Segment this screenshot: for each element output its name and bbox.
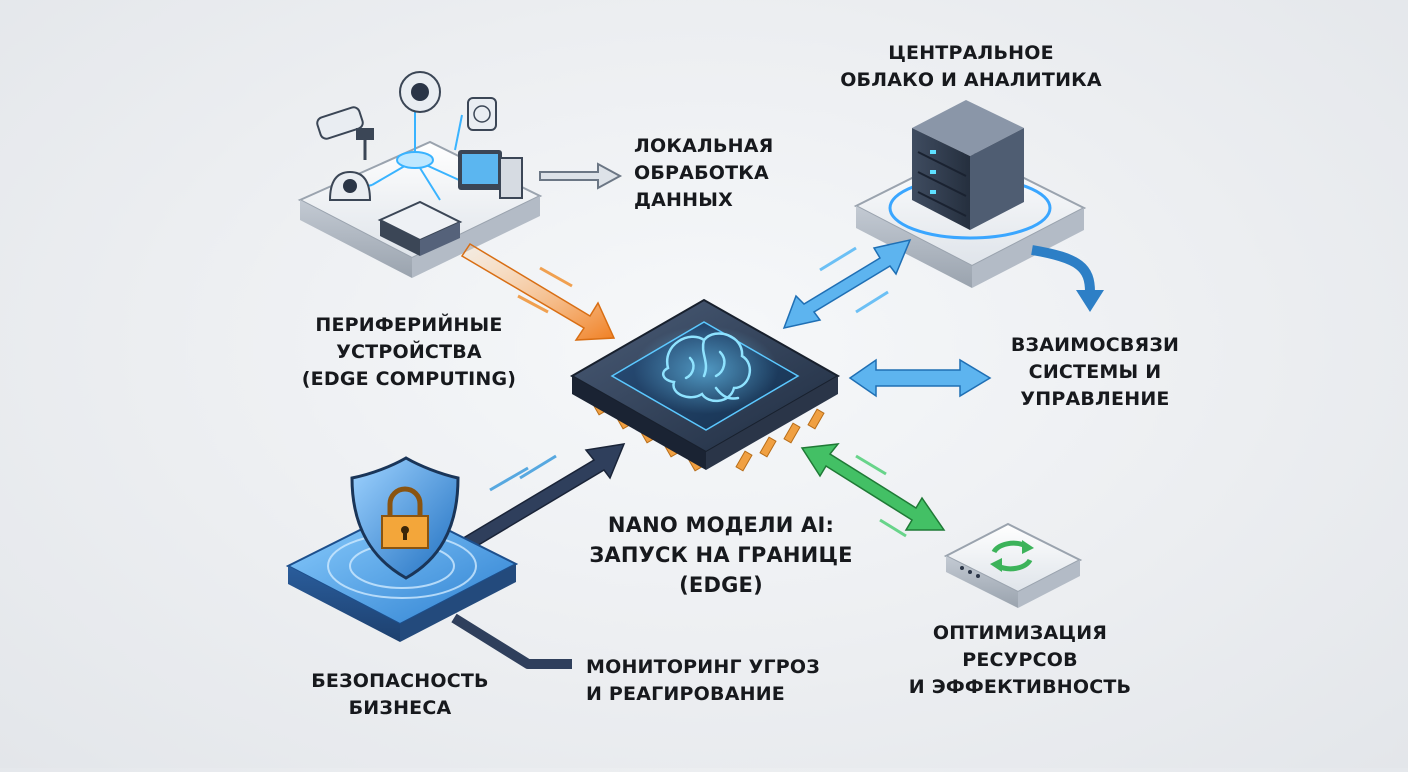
label-central-cloud: ЦЕНТРАЛЬНОЕ ОБЛАКО И АНАЛИТИКА — [840, 42, 1102, 91]
label-peripheral-devices: ПЕРИФЕРИЙНЫЕ УСТРОЙСТВА (EDGE COMPUTING) — [301, 314, 517, 390]
arrow-local-processing — [539, 162, 623, 190]
arrow-chip-cloud — [782, 238, 912, 330]
arrow-chip-optimization — [800, 443, 946, 538]
server-rack-icon — [853, 100, 1087, 288]
webcam-icon — [399, 71, 441, 113]
recycle-module-icon — [943, 522, 1083, 608]
label-nano-models: NANO МОДЕЛИ AI: ЗАПУСК НА ГРАНИЦЕ (EDGE) — [589, 513, 853, 597]
label-local-processing: ЛОКАЛЬНАЯ ОБРАБОТКА ДАННЫХ — [634, 135, 774, 211]
dome-camera-icon — [328, 170, 372, 201]
label-system-interconnect: ВЗАИМОСВЯЗИ СИСТЕМЫ И УПРАВЛЕНИЕ — [1010, 334, 1180, 410]
edge-devices-platform-icon — [297, 71, 543, 278]
arrow-chip-interconnect — [848, 358, 992, 398]
label-threat-monitoring: МОНИТОРИНГ УГРОЗ И РЕАГИРОВАНИЕ — [586, 656, 820, 705]
label-business-security: БЕЗОПАСНОСТЬ БИЗНЕСА — [311, 670, 489, 719]
ai-chip-brain-icon — [569, 298, 841, 472]
arrow-edge-to-chip — [460, 242, 616, 341]
label-resource-optimization: ОПТИМИЗАЦИЯ РЕСУРСОВ И ЭФФЕКТИВНОСТЬ — [908, 622, 1132, 698]
arrow-security-to-chip — [458, 443, 626, 551]
arrow-cloud-interconnect — [1031, 245, 1104, 312]
security-camera-icon — [316, 106, 374, 160]
monitor-icon — [458, 150, 523, 199]
connector-security-monitoring — [451, 613, 572, 669]
fingerprint-sensor-icon — [467, 97, 497, 131]
edge-gateway-icon — [377, 200, 463, 256]
shield-lock-icon — [285, 456, 519, 642]
